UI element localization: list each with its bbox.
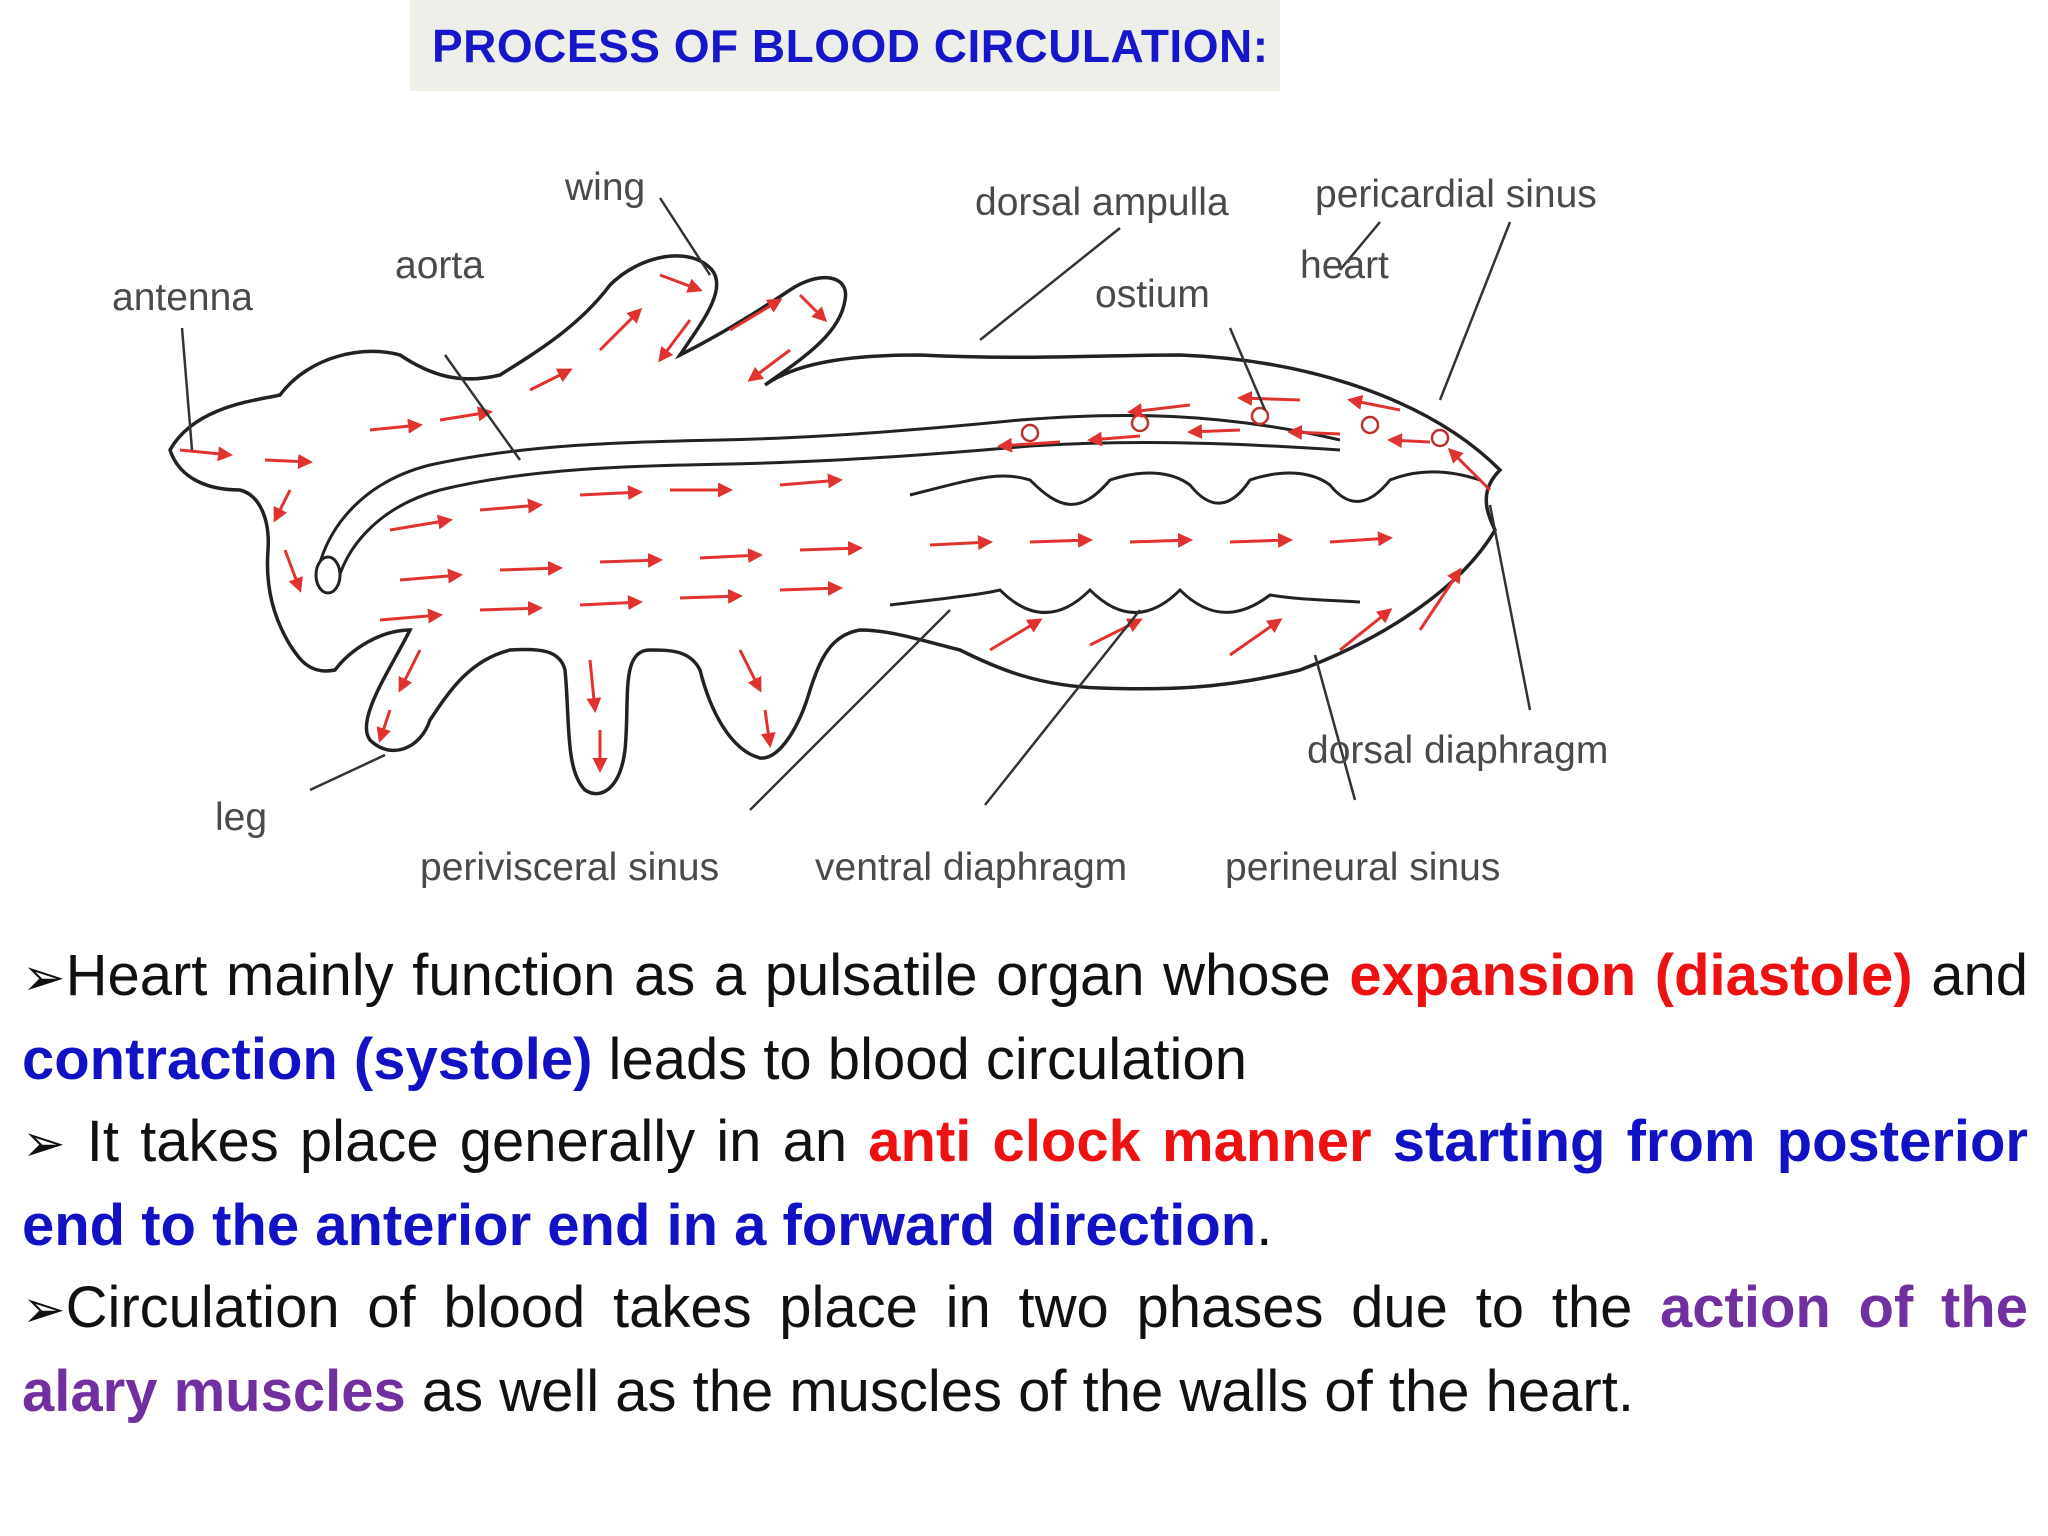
label-dorsal-ampulla: dorsal ampulla [975, 181, 1229, 224]
body-outline [168, 254, 1503, 796]
label-perivisceral-sinus: perivisceral sinus [420, 846, 719, 889]
ostia [1020, 406, 1450, 448]
bullet-item: ➢Circulation of blood takes place in two… [22, 1275, 2028, 1424]
highlight-expansion: expansion (diastole) [1349, 943, 1913, 1008]
label-ostium: ostium [1095, 273, 1210, 316]
leader-lines [180, 197, 1532, 811]
label-perineural-sinus: perineural sinus [1225, 846, 1500, 889]
bullet-item: ➢Heart mainly function as a pulsatile or… [22, 943, 2029, 1092]
label-antenna: antenna [112, 276, 253, 319]
label-ventral-diaphragm: ventral diaphragm [815, 846, 1127, 889]
ventral-diaphragm [889, 587, 1361, 614]
bullet-arrow-icon: ➢ [22, 1115, 66, 1173]
aorta-tube [316, 413, 1341, 571]
bullet-arrow-icon: ➢ [22, 949, 66, 1007]
slide-title: PROCESS OF BLOOD CIRCULATION: [432, 19, 1269, 72]
label-aorta: aorta [395, 244, 484, 287]
label-wing: wing [564, 166, 645, 209]
dorsal-diaphragm [909, 470, 1481, 506]
highlight-anti-clock: anti clock manner [868, 1109, 1372, 1174]
highlight-direction: starting from posterior end to the anter… [22, 1109, 2029, 1258]
flow-arrows [179, 273, 1492, 773]
label-heart: heart [1300, 244, 1389, 287]
bullet-item: ➢ It takes place generally in an anti cl… [22, 1109, 2029, 1258]
aorta-opening [314, 555, 342, 595]
title-banner: PROCESS OF BLOOD CIRCULATION: [410, 0, 1280, 91]
bullet-arrow-icon: ➢ [22, 1281, 66, 1339]
label-pericardial-sinus: pericardial sinus [1315, 173, 1597, 216]
bullet-list: ➢Heart mainly function as a pulsatile or… [22, 935, 2028, 1433]
label-leg: leg [215, 796, 267, 839]
insect-circulation-diagram: wing dorsal ampulla pericardial sinus ao… [112, 166, 1608, 889]
highlight-alary-muscles: action of the alary muscles [22, 1275, 2028, 1424]
highlight-contraction: contraction (systole) [22, 1027, 593, 1092]
label-dorsal-diaphragm: dorsal diaphragm [1307, 729, 1608, 772]
aorta-tube-lower [336, 441, 1341, 581]
